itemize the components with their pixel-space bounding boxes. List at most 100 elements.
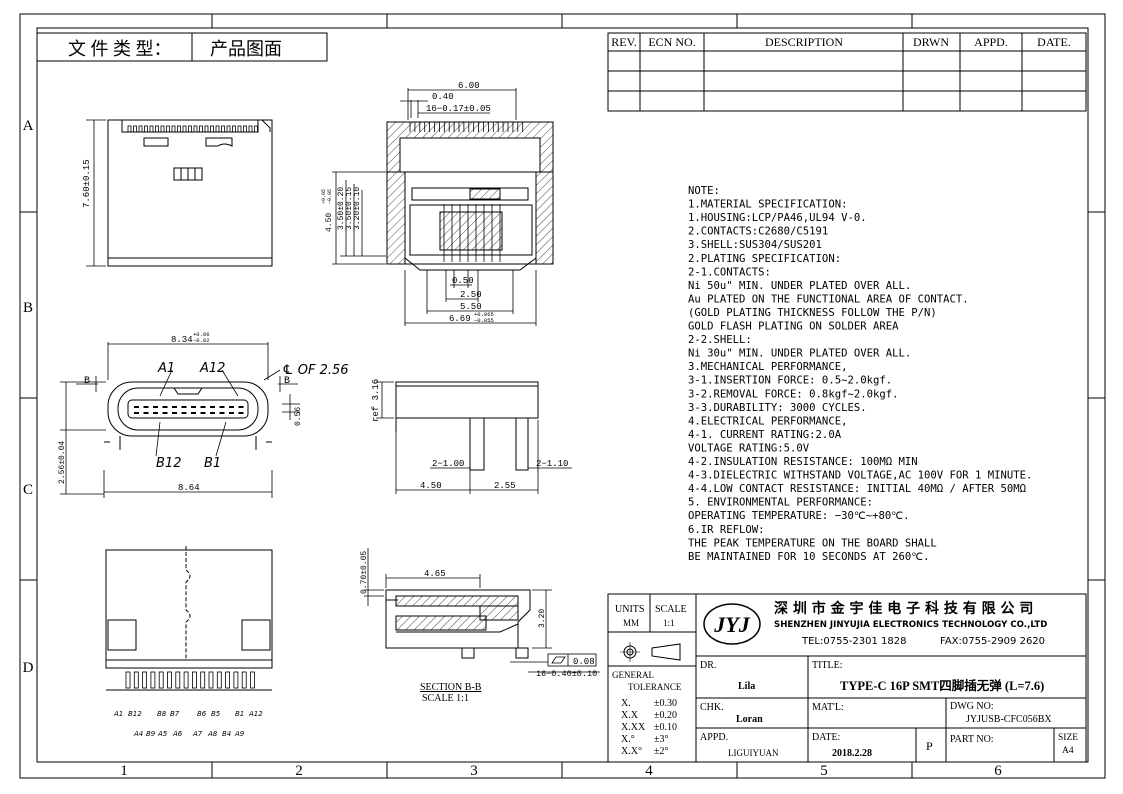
contact-dot [134,412,139,414]
dim-6-69: 6.69 [449,314,471,324]
pin-top-b5: B5 [211,710,221,718]
date-value: 2018.2.28 [832,748,872,759]
dwg-label: DWG NO: [950,701,994,712]
contact-pin [160,125,165,133]
pin-bot-a9: A9 [234,730,245,738]
contact-dot [191,406,196,408]
dim-0-56: 0.56 [294,407,303,426]
zone-row-a-left: A [23,118,34,134]
pin-bot-b9: B9 [146,730,156,738]
note-line: 3-3.DURABILITY: 3000 CYCLES. [688,402,867,414]
contact-pin [221,125,225,133]
rev-header-drwn: DRWN [913,35,949,49]
revision-table [607,32,1087,112]
zone-col-6-bottom: 6 [994,763,1002,779]
contact-dot [191,412,196,414]
contact-dot [210,412,215,414]
note-line: THE PEAK TEMPERATURE ON THE BOARD SHALL [688,537,937,549]
front-section-pins [409,122,524,262]
inner-border [36,27,1089,763]
note-line: Au PLATED ON THE FUNCTIONAL AREA OF CONT… [688,293,969,305]
title-block [607,593,1087,763]
section-b-b-view [385,589,531,659]
contact-dot [172,412,177,414]
solder-pad [233,671,239,689]
dim-2-56: 2.56±0.04 [58,441,67,484]
dim-3-50-015: 3.50±0.15 [345,187,354,230]
pin-top-b12: B12 [128,710,142,718]
solder-pad [175,671,181,689]
solder-pad [200,671,206,689]
tol-key-0: X. [621,698,631,709]
note-line: 4-1. CURRENT RATING:2.0A [688,429,842,441]
zone-row-c-left: C [23,482,33,498]
dim-4-50-tol-up: +0.05 [321,189,327,204]
contact-pin [254,125,258,133]
label-b12: B12 [156,456,181,471]
zone-col-3-bottom: 3 [470,763,478,779]
contact-pin [243,125,247,133]
contact-dot [200,406,206,408]
dim-4-50: 4.50 [325,213,334,232]
contact-pin [232,125,236,133]
dim-ref-3-16: ref 3.16 [371,379,381,422]
company-tel: TEL:0755-2301 1828 [801,636,907,647]
solder-pad [125,671,131,689]
pin-top-b8: B8 [157,710,167,718]
pin-top-b6: B6 [197,710,207,718]
contact-pin [237,125,242,133]
dim-3-20: 3.20±0.10 [353,187,362,230]
zone-col-5-bottom: 5 [820,763,828,779]
company-fax: FAX:0755-2909 2620 [940,636,1045,647]
label-a1: A1 [157,361,175,376]
section-title: SECTION B-B [420,682,482,693]
appd-value: LIGUIYUAN [728,748,779,758]
section-scale: SCALE 1:1 [422,693,469,704]
dim-0-70: 0.70±0.05 [360,551,369,594]
company-logo-text: JYJ [713,612,750,637]
contact-dot [153,406,158,408]
solder-pad [216,671,222,689]
solder-pad [158,671,164,689]
contact-pin [204,125,209,133]
doc-type-value: 产品图面 [210,39,282,59]
contact-dot [200,412,206,414]
flatness-icon [551,656,566,664]
dim-2-1-00: 2−1.00 [432,459,464,469]
dwg-value: JYJUSB-CFC056BX [966,714,1052,725]
note-line: 1.HOUSING:LCP/PA46,UL94 V-0. [688,212,867,224]
tol-key-2: X.XX [621,722,646,733]
contact-dot [162,412,168,414]
rev-header-description: DESCRIPTION [765,35,843,49]
pin-top-a12: A12 [248,710,263,718]
dr-value: Lila [738,681,755,692]
contact-dot [238,406,244,408]
title-label: TITLE: [812,660,843,671]
size-label: SIZE [1058,733,1078,743]
dim-2-1-10: 2−1.10 [536,459,568,469]
note-line: Ni 50u" MIN. UNDER PLATED OVER ALL. [688,280,911,292]
solder-pad [208,671,214,689]
dim-0-50: 0.50 [452,276,474,286]
solder-pad [241,671,247,689]
contact-pin [138,125,143,133]
note-line: Ni 30u" MIN. UNDER PLATED OVER ALL. [688,348,911,360]
note-line: BE MAINTAINED FOR 10 SECONDS AT 260℃. [688,551,930,563]
contact-dot [162,406,168,408]
dim-8-34-tol-up: +0.06 [193,331,210,338]
contact-dot [219,406,225,408]
note-line: 2.PLATING SPECIFICATION: [688,253,841,265]
side-profile-view [395,381,539,471]
solder-pad [133,671,139,689]
note-line: 3.SHELL:SUS304/SUS201 [688,239,822,251]
title-value: TYPE-C 16P SMT四脚插无弹 (L=7.6) [840,678,1044,693]
label-a12: A12 [199,361,225,376]
section-mark-left: B [84,376,90,387]
contact-dot [219,412,225,414]
footprint-pads [125,671,255,689]
scale-label: SCALE [655,604,687,615]
contact-dot [143,412,149,414]
note-line: 5. ENVIRONMENTAL PERFORMANCE: [688,497,873,509]
dim-5-50: 5.50 [460,302,482,312]
